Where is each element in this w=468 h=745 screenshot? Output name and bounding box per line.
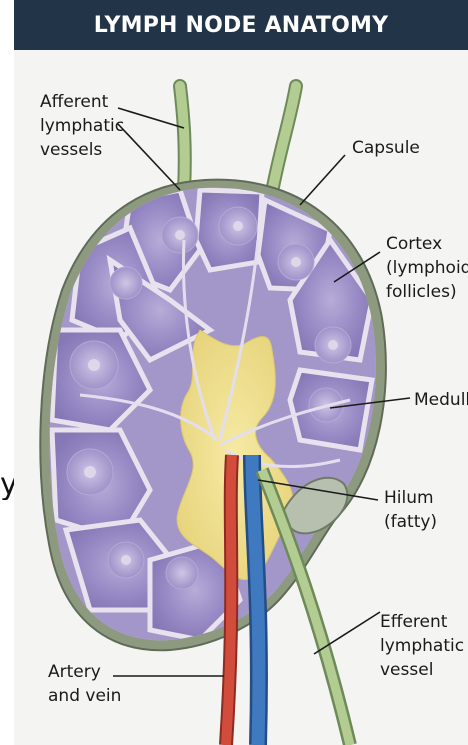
- label-cortex: Cortex (lymphoid follicles): [386, 232, 468, 304]
- label-afferent-lymphatic-vessels: Afferent lymphatic vessels: [40, 90, 124, 162]
- label-hilum: Hilum (fatty): [384, 486, 437, 534]
- label-medulla: Medulla: [414, 388, 468, 412]
- label-artery-and-vein: Artery and vein: [48, 660, 121, 708]
- label-capsule: Capsule: [352, 136, 420, 160]
- label-efferent-lymphatic-vessel: Efferent lymphatic vessel: [380, 610, 464, 682]
